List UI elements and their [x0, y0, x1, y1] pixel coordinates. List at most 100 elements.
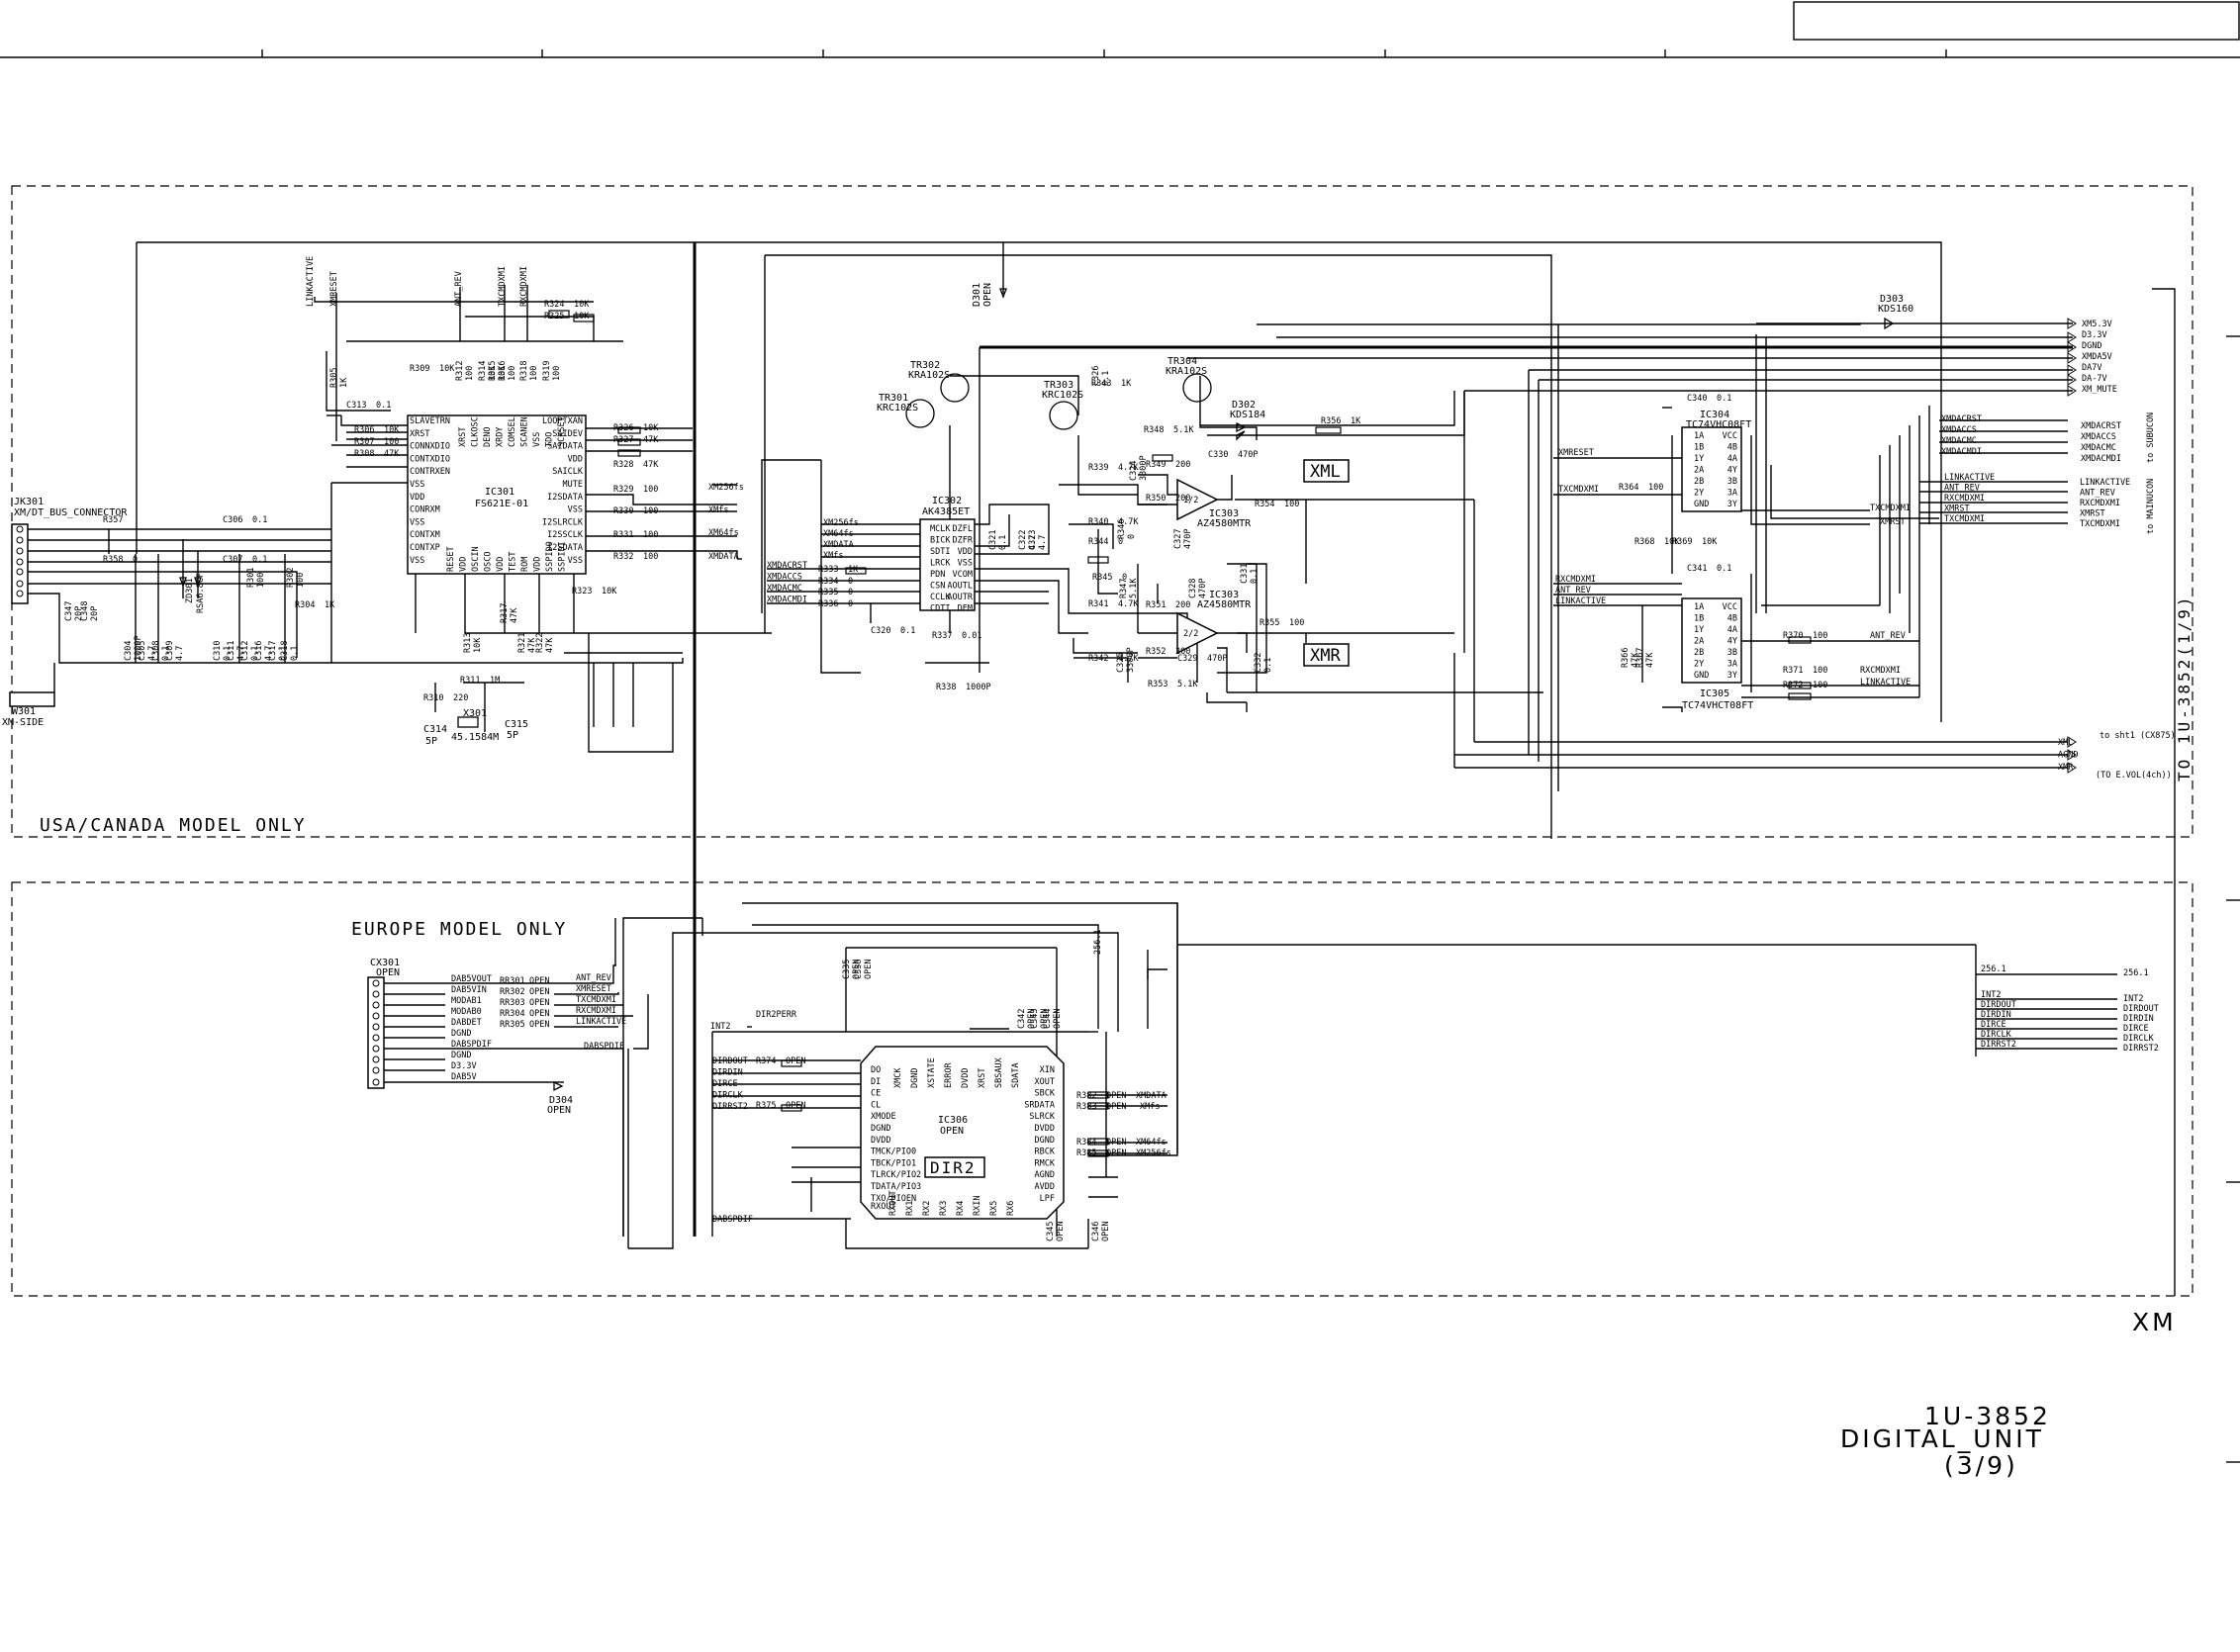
net-label: XMDACCS [767, 573, 802, 583]
ic302-pin-left: LRCK [930, 559, 951, 569]
net-label: LINKACTIVE [1555, 597, 1606, 606]
part-ref: R312 [455, 361, 465, 381]
usa-region-label: USA/CANADA MODEL ONLY [40, 815, 307, 836]
part-ref: C346 [1091, 1222, 1101, 1241]
part-value: 0 [848, 588, 853, 597]
ic302-pin-left: CCLK [930, 593, 951, 602]
semiconductor-part: KDS184 [1230, 410, 1265, 420]
net-label: LINKACTIVE [576, 1017, 626, 1027]
w301-ref: W301 [12, 706, 36, 717]
part-ref: C311 [227, 641, 236, 661]
drawing-sheet: (3/9) [1944, 1451, 2018, 1480]
ic301-pin-left: VDD [410, 493, 424, 503]
part-value: 470P [1198, 579, 1208, 598]
europe-wiring [384, 902, 2117, 1249]
ic306-pin-top: XMCK [893, 1067, 903, 1088]
ic303b-part: AZ4580MTR [1197, 599, 1252, 610]
net-label: XMfs [823, 551, 843, 561]
net-label: XMRESET [576, 984, 611, 994]
crystal-part: 45.1584M [451, 732, 499, 743]
ic302-pin-right: AOUTL [947, 582, 973, 592]
ic302-pin-right: VDD [958, 547, 973, 557]
ic301-pin-right: SAIDEV [552, 429, 583, 439]
semiconductor-ref: D304 [549, 1095, 573, 1106]
ic304-pin-left: 2Y [1694, 489, 1704, 499]
ic304-pin-right: 3Y [1727, 500, 1737, 509]
jk301-connector [11, 523, 29, 604]
dir2-label: DIR2 [930, 1158, 977, 1177]
part-value: 3300P [1126, 647, 1136, 673]
net-label: LINKACTIVE [306, 256, 316, 307]
net-label: XMRESET [329, 271, 339, 307]
net-label: ANT_REV [2080, 489, 2115, 499]
ic303a-opamp [1176, 478, 1219, 521]
ic306-pin-top: DVDD [961, 1068, 971, 1088]
part-ref: R353 [1148, 680, 1167, 689]
diode-part: OPEN [982, 283, 993, 307]
net-label: XMDATA [823, 540, 854, 550]
part-ref: R370 [1783, 631, 1803, 641]
part-ref: C324 [1129, 461, 1139, 481]
part-value: 1K [1351, 416, 1361, 426]
part-ref: R301 [246, 568, 256, 588]
part-value: 0.1 [1263, 658, 1273, 673]
part-ref: R326 [613, 423, 633, 433]
ic303a-half: 1/2 [1183, 496, 1198, 505]
part-value: 100 [1813, 666, 1827, 676]
ic305-pin-left: 2Y [1694, 660, 1704, 670]
part-ref: R367 [1635, 648, 1645, 668]
part-value: OPEN [1056, 1222, 1066, 1241]
net-label: DIRDIN [1981, 1010, 2011, 1020]
jk301-ref: JK301 [14, 497, 44, 507]
part-ref: R327 [613, 435, 633, 445]
ic306-pin-top: XRST [978, 1068, 987, 1088]
cx301-open: OPEN [376, 967, 400, 978]
net-label: ANT_REV [454, 271, 464, 307]
part-value: 0.1 [998, 535, 1008, 550]
ic302-pin-left: BICK [930, 536, 951, 546]
ic305-pin-left: 1Y [1694, 625, 1704, 635]
output-arrows [2067, 318, 2077, 774]
part-value: 5.1K [1129, 578, 1139, 598]
part-ref: R321 [517, 633, 527, 653]
part-ref: R372 [1783, 681, 1803, 690]
part-value: 4.7 [236, 646, 246, 661]
part-ref: R364 [1619, 483, 1638, 493]
net-label: INT2 [2123, 994, 2143, 1004]
part-ref: C326 [1091, 366, 1101, 386]
part-ref: R331 [613, 530, 633, 540]
part-value: OPEN [529, 1020, 549, 1030]
part-ref: RR302 [500, 987, 525, 997]
part-ref: R374 [756, 1056, 776, 1066]
semiconductor-part: KRC102S [877, 403, 918, 413]
ic304-ref: IC304 [1700, 410, 1729, 420]
ic306-pin-left: TDATA/PIO3 [871, 1182, 921, 1192]
ic301-pin-left: VSS [410, 556, 424, 566]
ic304-pin-left: 1Y [1694, 454, 1704, 464]
net-label: XML [2058, 738, 2073, 748]
part-value: 4.7K [1118, 463, 1139, 473]
ic305-part: TC74VHCT08FT [1682, 700, 1753, 711]
semiconductor-part: KRA102S [1166, 366, 1207, 377]
net-label: LINKACTIVE [1944, 473, 1995, 483]
net-label: RXCMDXMI [2080, 499, 2120, 508]
part-value: 10K [1702, 537, 1718, 547]
part-ref: C331 [1240, 564, 1250, 584]
part-value: 100 [296, 573, 306, 588]
diode-ref: D301 [972, 283, 982, 307]
ic301-pin-bottom: VDD [533, 557, 543, 572]
part-value: 0.1 [252, 515, 267, 525]
cx301-ref: CX301 [370, 958, 400, 968]
part-ref: C317 [268, 641, 278, 661]
part-value: OPEN [1040, 1009, 1050, 1029]
ic301-pin-right: I2SLRCLK [542, 517, 584, 527]
part-ref: C316 [254, 641, 264, 661]
audio-label: (TO E.VOL(4ch)) [2096, 771, 2172, 780]
part-ref: R311 [460, 676, 480, 686]
net-label: XMDACCS [1941, 425, 1977, 435]
ic301-pin-right: SAIDATA [547, 442, 583, 452]
ic301-pin-left: SLAVETRN [410, 416, 450, 426]
ic306-pin-right: LPF [1040, 1194, 1055, 1204]
